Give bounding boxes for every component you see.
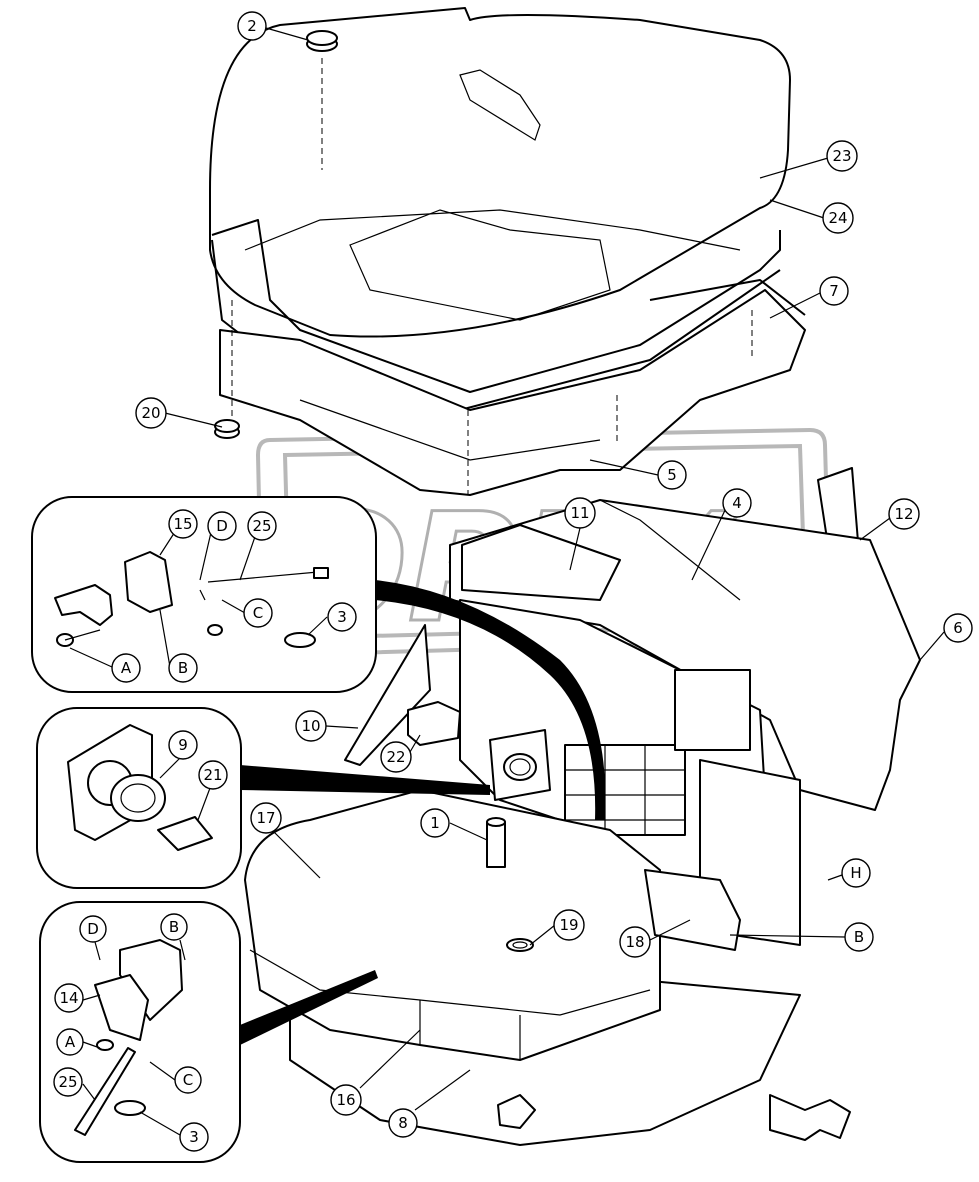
svg-text:8: 8 (398, 1114, 408, 1132)
detail-balloon-mid (36, 707, 242, 889)
detail-callout-14[interactable]: 14 (54, 983, 84, 1013)
callout-8[interactable]: 8 (388, 1108, 418, 1138)
svg-text:17: 17 (256, 809, 275, 827)
svg-text:C: C (253, 604, 263, 622)
rear-panel (449, 499, 921, 811)
svg-text:12: 12 (894, 505, 913, 523)
svg-text:4: 4 (732, 494, 742, 512)
callout-H[interactable]: H (841, 858, 871, 888)
svg-text:10: 10 (301, 717, 320, 735)
svg-text:22: 22 (386, 748, 405, 766)
detail-callout-A-bottom[interactable]: A (56, 1028, 84, 1056)
callout-24[interactable]: 24 (822, 202, 854, 234)
detail-callout-3-bottom[interactable]: 3 (179, 1122, 209, 1152)
callout-6[interactable]: 6 (943, 613, 973, 643)
leader-lines (164, 27, 945, 1111)
svg-text:15: 15 (173, 515, 192, 533)
svg-text:11: 11 (570, 504, 589, 522)
svg-text:6: 6 (953, 619, 963, 637)
base-tray (244, 789, 801, 1146)
callout-23[interactable]: 23 (826, 140, 858, 172)
svg-text:D: D (216, 517, 228, 535)
bracket-10 (344, 624, 431, 766)
callout-4[interactable]: 4 (722, 488, 752, 518)
svg-text:25: 25 (252, 517, 271, 535)
svg-text:16: 16 (336, 1091, 355, 1109)
detail-callout-25-top[interactable]: 25 (247, 511, 277, 541)
svg-text:21: 21 (203, 766, 222, 784)
detail-callout-3-top[interactable]: 3 (327, 602, 357, 632)
svg-text:2: 2 (247, 17, 257, 35)
callout-5[interactable]: 5 (657, 460, 687, 490)
callout-20[interactable]: 20 (135, 397, 167, 429)
detail-pointer-top (375, 580, 606, 820)
svg-text:9: 9 (178, 736, 188, 754)
svg-text:A: A (121, 659, 132, 677)
callout-B-main[interactable]: B (844, 922, 874, 952)
svg-text:B: B (854, 928, 864, 946)
detail-callout-25-bottom[interactable]: 25 (53, 1067, 83, 1097)
detail-balloon-top (31, 496, 377, 693)
detail-callout-C-top[interactable]: C (243, 598, 273, 628)
svg-text:19: 19 (559, 916, 578, 934)
svg-text:23: 23 (832, 147, 851, 165)
callout-12[interactable]: 12 (888, 498, 920, 530)
detail-callout-9[interactable]: 9 (168, 730, 198, 760)
svg-text:20: 20 (141, 404, 160, 422)
callout-22[interactable]: 22 (380, 741, 412, 773)
grommet-20 (214, 419, 240, 439)
detail-callout-B-bottom[interactable]: B (160, 913, 188, 941)
svg-text:3: 3 (337, 608, 347, 626)
svg-text:D: D (87, 920, 99, 938)
detail-bottom-leaders (82, 939, 186, 1136)
detail-callout-21[interactable]: 21 (198, 760, 228, 790)
seat-plates (219, 279, 806, 496)
svg-text:7: 7 (829, 282, 839, 300)
callout-7[interactable]: 7 (819, 276, 849, 306)
svg-text:25: 25 (58, 1073, 77, 1091)
callout-1[interactable]: 1 (420, 808, 450, 838)
callout-19[interactable]: 19 (553, 909, 585, 941)
svg-text:14: 14 (59, 989, 78, 1007)
svg-text:C: C (183, 1071, 193, 1089)
detail-callout-C-bottom[interactable]: C (174, 1066, 202, 1094)
callout-10[interactable]: 10 (295, 710, 327, 742)
svg-text:H: H (850, 864, 861, 882)
detail-pointer-mid (240, 765, 490, 795)
svg-text:3: 3 (189, 1128, 199, 1146)
grommet-19 (506, 938, 534, 952)
svg-text:1: 1 (430, 814, 440, 832)
seat-cover (209, 7, 791, 338)
callout-18[interactable]: 18 (619, 926, 651, 958)
svg-text:24: 24 (828, 209, 847, 227)
callout-11[interactable]: 11 (564, 497, 596, 529)
svg-text:18: 18 (625, 933, 644, 951)
detail-balloon-bottom (39, 901, 241, 1163)
detail-pointer-bottom (240, 970, 378, 1045)
detail-callout-D-top[interactable]: D (207, 511, 237, 541)
callout-2[interactable]: 2 (237, 11, 267, 41)
svg-text:B: B (178, 659, 188, 677)
svg-text:5: 5 (667, 466, 677, 484)
svg-text:B: B (169, 918, 179, 936)
detail-callout-15[interactable]: 15 (168, 509, 198, 539)
grommet-2 (306, 30, 338, 52)
detail-callout-D-bottom[interactable]: D (79, 915, 107, 943)
post-1 (486, 817, 506, 868)
svg-text:A: A (65, 1033, 76, 1051)
detail-top-leaders (69, 523, 328, 668)
callout-17[interactable]: 17 (250, 802, 282, 834)
detail-callout-B-top[interactable]: B (168, 653, 198, 683)
front-direction-arrow-icon (769, 1094, 851, 1141)
callout-16[interactable]: 16 (330, 1084, 362, 1116)
detail-callout-A-top[interactable]: A (111, 653, 141, 683)
block-22 (407, 701, 461, 746)
detail-mid-leaders (159, 757, 211, 821)
